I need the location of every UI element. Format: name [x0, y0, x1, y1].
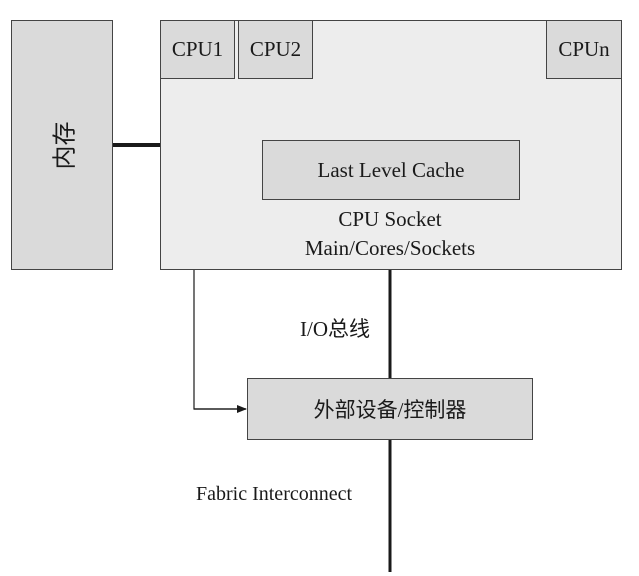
cpu-box-n: CPUn: [546, 20, 622, 79]
cpu-box-2: CPU2: [238, 20, 313, 79]
cpu-label: CPUn: [558, 37, 610, 61]
external-device-controller: 外部设备/控制器: [247, 378, 533, 440]
cpu-label: CPU1: [171, 37, 224, 61]
io-bus-label: I/O总线: [300, 317, 370, 341]
memory-label: 内存: [52, 121, 79, 169]
device-label: 外部设备/控制器: [313, 398, 467, 422]
cache-label: Last Level Cache: [317, 157, 465, 182]
memory-block: 内存: [11, 20, 113, 270]
cpu-box-1: CPU1: [160, 20, 235, 79]
fabric-interconnect-label: Fabric Interconnect: [196, 483, 353, 505]
socket-caption-line2: Main/Cores/Sockets: [304, 236, 476, 260]
cpu-label: CPU2: [249, 37, 302, 61]
last-level-cache: Last Level Cache: [262, 140, 520, 200]
socket-caption-line1: CPU Socket: [338, 207, 442, 231]
